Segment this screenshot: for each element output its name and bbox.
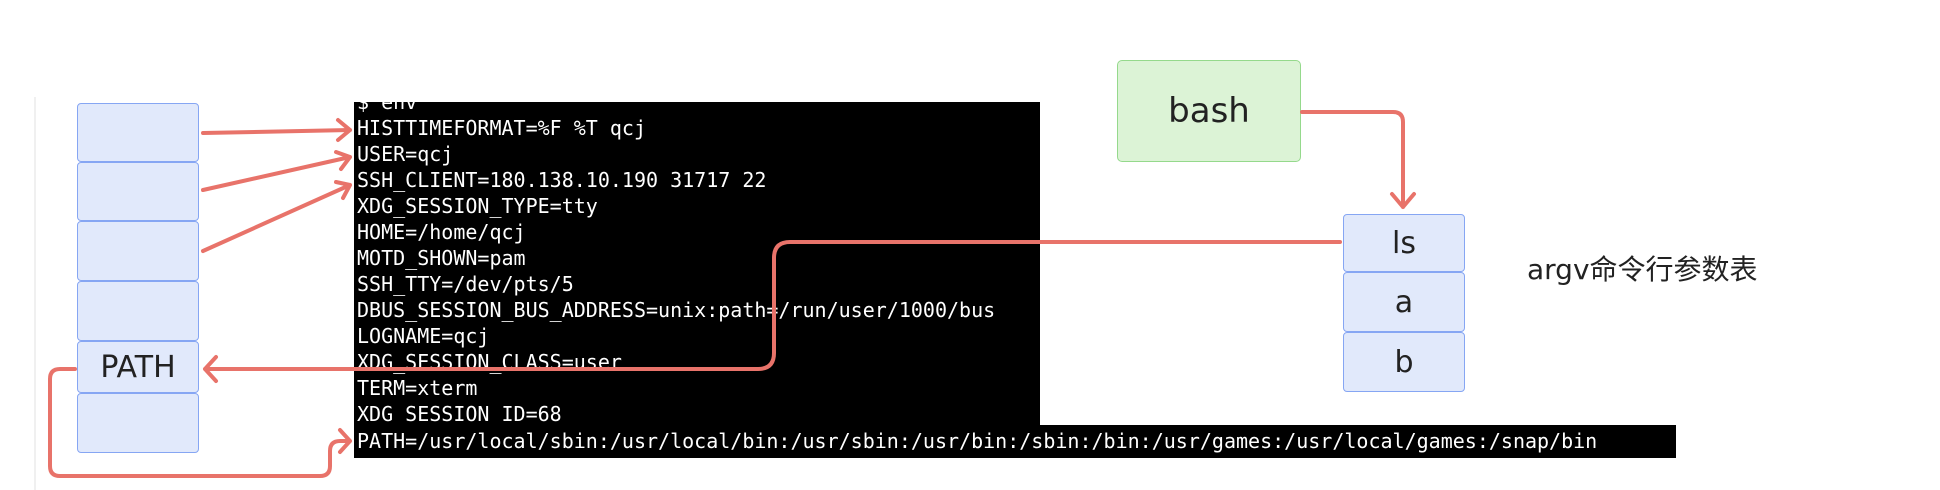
argv-cell-b: b (1343, 332, 1465, 392)
arrow-cell1-to-histtime (201, 118, 352, 142)
terminal-line: XDG_SESSION_TYPE=tty (357, 194, 598, 218)
arrow-path-to-pathline (48, 367, 352, 478)
arrow-ls-to-path (203, 240, 1342, 383)
bash-box: bash (1117, 60, 1301, 162)
env-cell-4 (77, 281, 199, 341)
terminal-output: $ env HISTTIMEFORMAT=%F %T qcj USER=qcj … (354, 102, 1040, 425)
terminal-line: HOME=/home/qcj (357, 220, 526, 244)
terminal-line: TERM=xterm (357, 376, 478, 400)
terminal-path-line: PATH=/usr/local/sbin:/usr/local/bin:/usr… (354, 425, 1676, 458)
argv-label: argv命令行参数表 (1527, 253, 1758, 286)
terminal-line: MOTD_SHOWN=pam (357, 246, 526, 270)
argv-cell-ls: ls (1343, 214, 1465, 272)
arrow-cell2-to-user (201, 150, 352, 192)
env-cell-2 (77, 162, 199, 221)
env-cell-path: PATH (77, 341, 199, 393)
terminal-line: SSH_TTY=/dev/pts/5 (357, 272, 574, 296)
terminal-line: DBUS_SESSION_BUS_ADDRESS=unix:path=/run/… (357, 298, 996, 322)
env-cell-1 (77, 103, 199, 162)
terminal-line: XDG_SESSION_ID=68 (357, 402, 562, 425)
terminal-line: $ env (357, 102, 418, 114)
terminal-line: HISTTIMEFORMAT=%F %T qcj (357, 116, 646, 140)
terminal-line: SSH_CLIENT=180.138.10.190 31717 22 (357, 168, 767, 192)
terminal-line: USER=qcj (357, 142, 454, 166)
path-value: PATH=/usr/local/sbin:/usr/local/bin:/usr… (357, 429, 1598, 453)
argv-cell-a: a (1343, 272, 1465, 332)
terminal-line: LOGNAME=qcj (357, 324, 490, 348)
arrow-cell3-to-sshclient (201, 180, 352, 253)
env-cell-3 (77, 221, 199, 281)
divider-line (34, 97, 36, 490)
env-cell-6 (77, 393, 199, 453)
arrow-bash-to-argv (1300, 110, 1416, 209)
